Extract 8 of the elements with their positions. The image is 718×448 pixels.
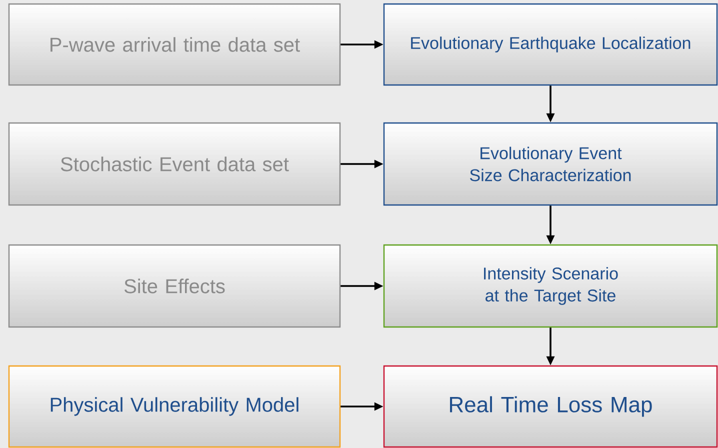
process-box: P-wave arrival time data set bbox=[8, 3, 341, 86]
process-box: Evolutionary Event Size Characterization bbox=[383, 122, 718, 206]
process-box: Site Effects bbox=[8, 244, 341, 328]
process-box: Intensity Scenario at the Target Site bbox=[383, 244, 718, 328]
process-box: Real Time Loss Map bbox=[383, 365, 718, 448]
process-box: Physical Vulnerability Model bbox=[8, 365, 341, 448]
process-box: Evolutionary Earthquake Localization bbox=[383, 3, 718, 86]
process-box: Stochastic Event data set bbox=[8, 122, 341, 206]
